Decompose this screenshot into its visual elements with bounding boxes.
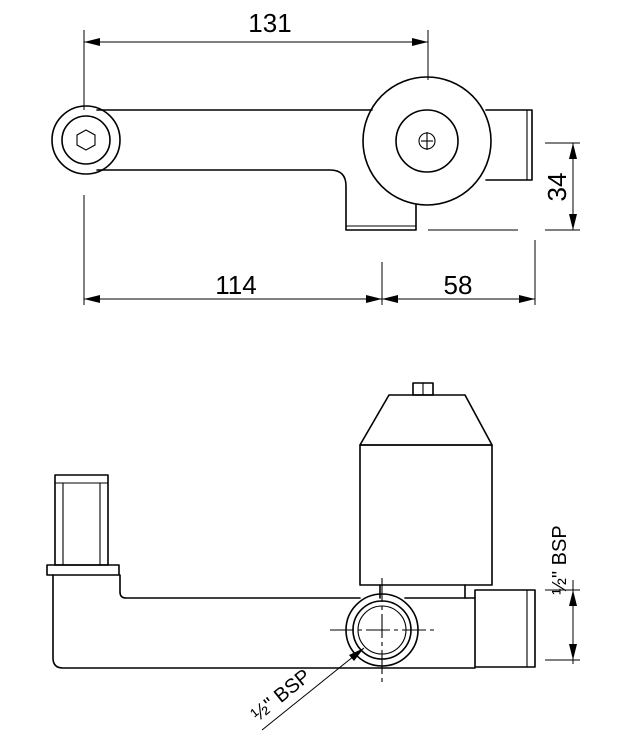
- outlet-thread-label: ½" BSP: [549, 525, 571, 594]
- outlet-nozzle: [474, 589, 536, 668]
- side-view: ½" BSP ½" BSP: [46, 382, 580, 731]
- outlet-thread-fraction: ½: [549, 578, 571, 595]
- l-body: [52, 574, 476, 669]
- dimension-height: 34: [428, 142, 580, 231]
- valve-cylinder: [359, 382, 493, 599]
- dimension-overall-label: 131: [248, 8, 291, 38]
- dimension-overall: 131: [83, 8, 429, 110]
- outlet-thread-unit: " BSP: [549, 525, 571, 578]
- outlet-thread-callout: ½" BSP: [545, 525, 580, 664]
- dimension-height-label: 34: [542, 173, 572, 202]
- dimension-right-label: 58: [444, 270, 473, 300]
- inlet-thread-unit: " BSP: [260, 665, 315, 715]
- hex-socket-end: [51, 105, 121, 175]
- dimension-bottom: 114 58: [83, 195, 536, 305]
- valve-body-top: [362, 76, 492, 206]
- top-view: 131: [51, 8, 580, 305]
- inlet-port: [330, 578, 434, 682]
- spout-arm: [96, 109, 533, 231]
- dimension-left-label: 114: [215, 270, 256, 300]
- upright-pipe: [46, 474, 120, 576]
- inlet-thread-callout: ½" BSP: [247, 647, 365, 731]
